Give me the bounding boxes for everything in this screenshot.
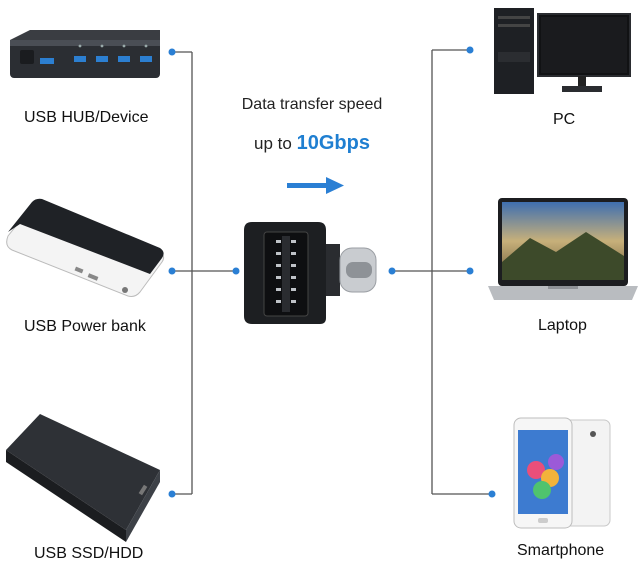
usb-c-adapter-icon bbox=[244, 222, 377, 324]
power-bank-icon bbox=[6, 198, 165, 297]
connector-dots bbox=[168, 46, 496, 498]
label-ssd-hdd: USB SSD/HDD bbox=[34, 545, 144, 562]
label-smartphone: Smartphone bbox=[517, 542, 605, 559]
label-pc: PC bbox=[553, 111, 576, 128]
right-connector-lines bbox=[392, 49, 492, 495]
smartphone-icon bbox=[513, 417, 611, 529]
headline-line2: up to 10Gbps bbox=[212, 132, 412, 155]
label-power-bank: USB Power bank bbox=[24, 318, 146, 335]
headline-prefix: up to bbox=[254, 134, 297, 153]
usb-hub-icon bbox=[10, 30, 160, 78]
direction-arrow-icon bbox=[287, 177, 344, 194]
label-usb-hub: USB HUB/Device bbox=[24, 109, 149, 126]
label-laptop: Laptop bbox=[538, 317, 587, 334]
speed-value: 10Gbps bbox=[296, 132, 370, 154]
ssd-enclosure-icon bbox=[6, 414, 160, 542]
desktop-pc-icon bbox=[494, 8, 631, 94]
left-connector-lines bbox=[172, 51, 236, 495]
laptop-icon bbox=[488, 198, 638, 300]
headline-line1: Data transfer speed bbox=[241, 96, 383, 113]
